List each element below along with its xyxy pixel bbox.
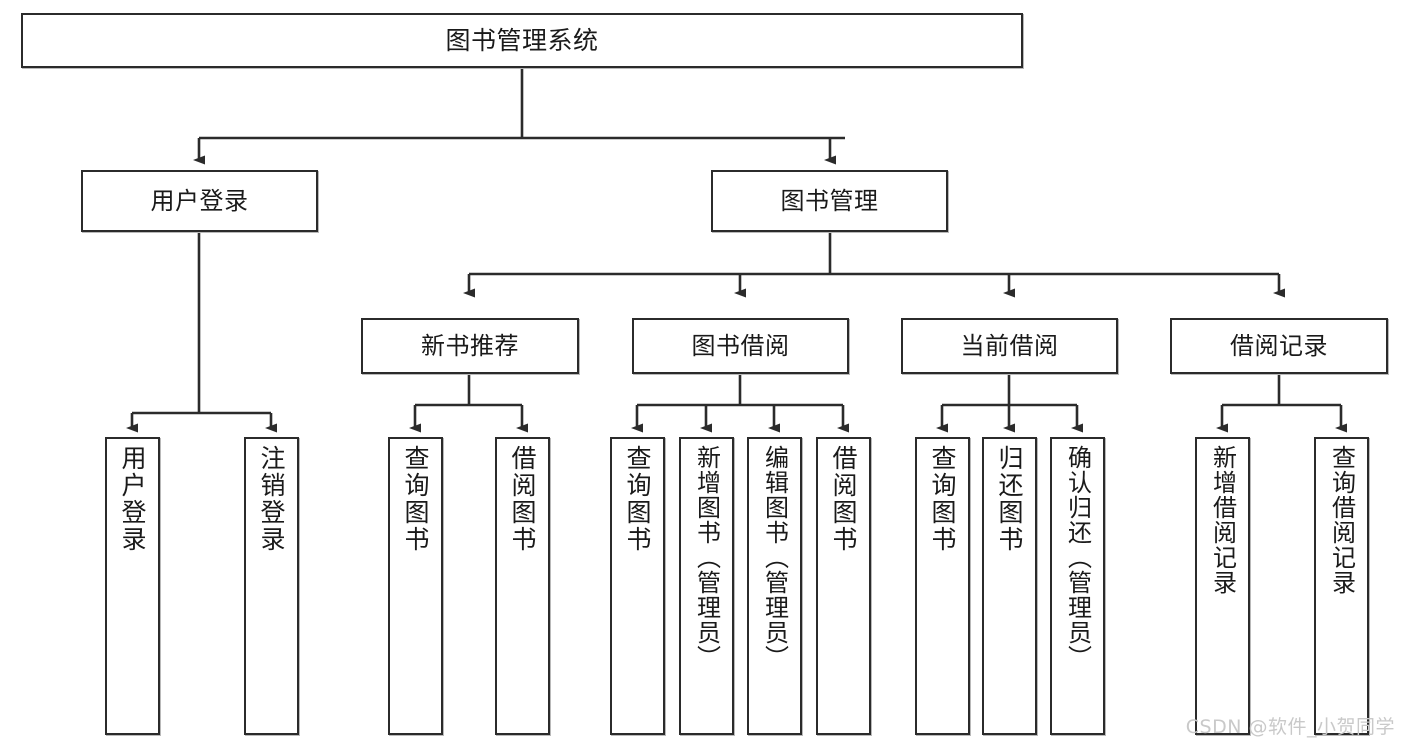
node-leaf-return-book[interactable]: 归还图书 — [982, 437, 1037, 735]
node-leaf-confirm-return-label: 确认归还（管理员） — [1063, 445, 1092, 670]
node-leaf-edit-book-label: 编辑图书（管理员） — [760, 445, 789, 670]
node-leaf-query-book-2-label: 查询图书 — [623, 445, 652, 553]
node-leaf-query-record[interactable]: 查询借阅记录 — [1314, 437, 1369, 735]
node-new-book-rec-label: 新书推荐 — [421, 331, 519, 360]
watermark: CSDN @软件_小贺同学 — [1185, 716, 1395, 738]
node-root[interactable]: 图书管理系统 — [21, 13, 1023, 68]
node-leaf-add-record[interactable]: 新增借阅记录 — [1195, 437, 1250, 735]
node-book-borrow-label: 图书借阅 — [691, 331, 790, 360]
node-leaf-query-book-1-label: 查询图书 — [401, 445, 430, 553]
node-book-manage[interactable]: 图书管理 — [711, 170, 948, 232]
node-leaf-edit-book[interactable]: 编辑图书（管理员） — [747, 437, 802, 735]
node-leaf-add-book-label: 新增图书（管理员） — [692, 445, 721, 670]
node-leaf-logout[interactable]: 注销登录 — [244, 437, 299, 735]
node-leaf-query-book-1[interactable]: 查询图书 — [388, 437, 443, 735]
node-new-book-rec[interactable]: 新书推荐 — [361, 318, 579, 374]
node-leaf-add-book[interactable]: 新增图书（管理员） — [679, 437, 734, 735]
node-borrow-record[interactable]: 借阅记录 — [1170, 318, 1388, 374]
node-borrow-record-label: 借阅记录 — [1230, 331, 1328, 360]
node-leaf-query-book-2[interactable]: 查询图书 — [610, 437, 665, 735]
node-current-borrow[interactable]: 当前借阅 — [901, 318, 1118, 374]
node-book-borrow[interactable]: 图书借阅 — [632, 318, 849, 374]
node-leaf-logout-label: 注销登录 — [257, 445, 286, 553]
node-leaf-user-login[interactable]: 用户登录 — [105, 437, 160, 735]
node-leaf-query-book-3[interactable]: 查询图书 — [915, 437, 970, 735]
node-leaf-query-book-3-label: 查询图书 — [928, 445, 957, 553]
node-current-borrow-label: 当前借阅 — [960, 331, 1059, 360]
node-leaf-borrow-book-2-label: 借阅图书 — [829, 445, 858, 553]
node-user-login[interactable]: 用户登录 — [81, 170, 318, 232]
node-leaf-add-record-label: 新增借阅记录 — [1208, 445, 1237, 595]
node-user-login-label: 用户登录 — [150, 186, 249, 215]
node-leaf-query-record-label: 查询借阅记录 — [1327, 445, 1356, 595]
node-leaf-borrow-book-1-label: 借阅图书 — [508, 445, 537, 553]
node-leaf-return-book-label: 归还图书 — [995, 445, 1024, 553]
node-leaf-borrow-book-2[interactable]: 借阅图书 — [816, 437, 871, 735]
node-leaf-borrow-book-1[interactable]: 借阅图书 — [495, 437, 550, 735]
node-book-manage-label: 图书管理 — [780, 186, 879, 215]
node-leaf-confirm-return[interactable]: 确认归还（管理员） — [1050, 437, 1105, 735]
node-root-label: 图书管理系统 — [445, 25, 599, 55]
node-leaf-user-login-label: 用户登录 — [118, 445, 147, 553]
